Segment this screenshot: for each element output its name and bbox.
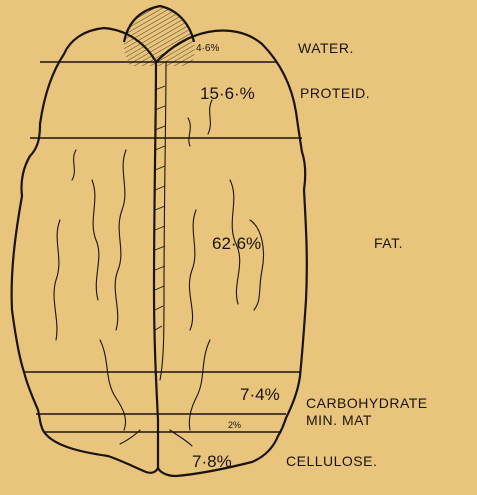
percent-labels: 4·6% 15·6·% 62·6% 7·4% 2% 7·8%	[192, 43, 280, 471]
percent-mineral: 2%	[228, 420, 241, 430]
percent-fat: 62·6%	[212, 234, 261, 253]
label-cellulose: CELLULOSE.	[286, 453, 377, 469]
label-mineral: MIN. MAT	[306, 412, 372, 428]
kernel-outline	[12, 28, 307, 476]
walnut-kernel	[12, 0, 307, 476]
central-seam	[154, 62, 158, 470]
percent-cellulose: 7·8%	[192, 452, 232, 471]
percent-water: 4·6%	[196, 43, 219, 54]
percent-proteid: 15·6·%	[200, 84, 255, 103]
label-fat: FAT.	[374, 235, 403, 251]
percent-carbohydrate: 7·4%	[240, 385, 280, 404]
surface-veins	[54, 100, 263, 446]
label-proteid: PROTEID.	[300, 85, 370, 101]
label-water: WATER.	[298, 40, 354, 56]
label-carbohydrate: CARBOHYDRATE	[306, 395, 428, 411]
